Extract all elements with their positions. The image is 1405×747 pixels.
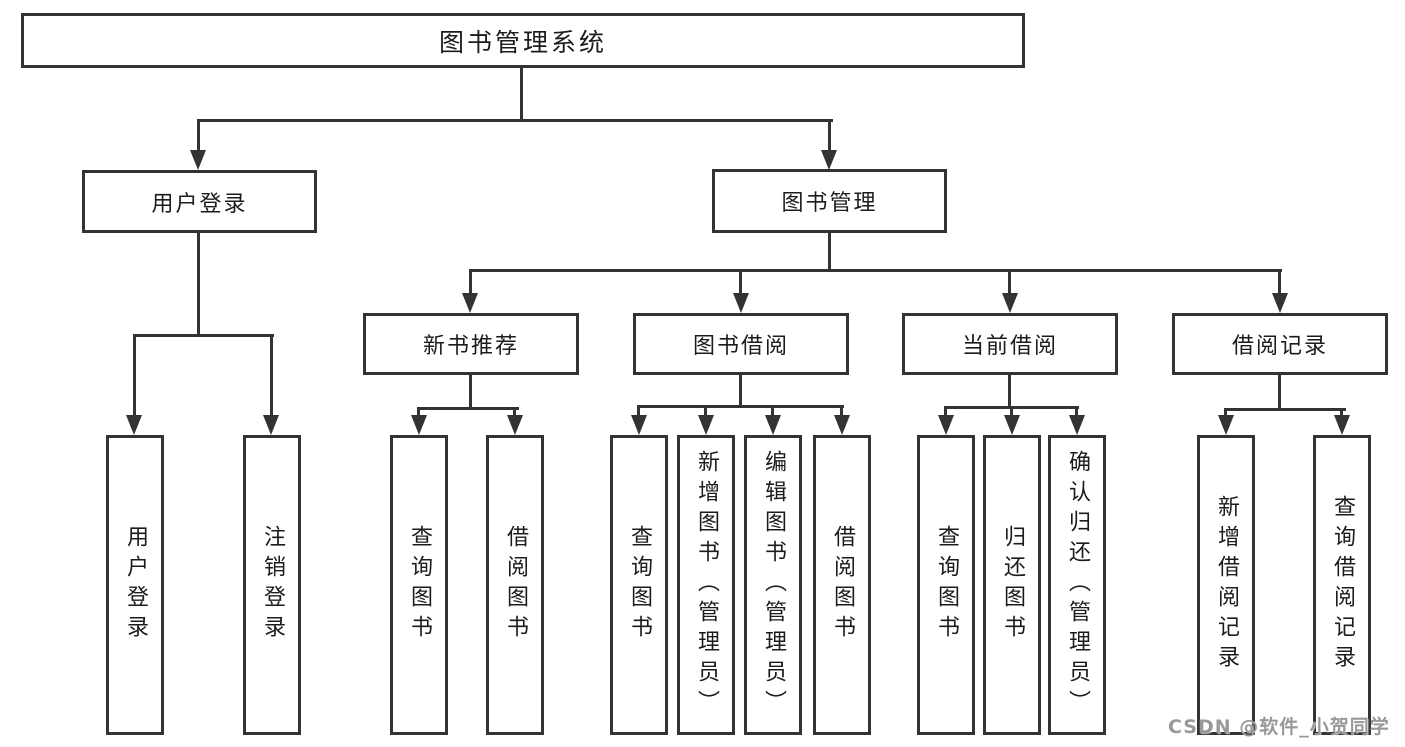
node-borrowing-records-label: 借阅记录 [1231,334,1328,359]
connector-leaf-stub [513,407,516,419]
arrow-down-icon [1334,415,1350,435]
leaf-add-books-admin-label: 新增图书（管理员） [694,450,719,720]
connector-records-horizontal [1224,408,1346,411]
connector-leaf-stub [1278,269,1281,297]
node-book-management: 图书管理 [712,169,947,233]
connector-leaf-stub [270,334,273,417]
leaf-borrow-books-recommend-label: 借阅图书 [503,525,528,645]
arrow-down-icon [263,415,279,435]
node-library-management-system: 图书管理系统 [21,13,1025,68]
arrow-down-icon [765,415,781,435]
connector-leaf-stub [1224,408,1227,419]
connector-book-management-stub [828,119,831,153]
node-borrowing-records: 借阅记录 [1172,313,1388,375]
leaf-return-books-label: 归还图书 [1000,525,1025,645]
node-book-management-label: 图书管理 [781,191,878,216]
leaf-query-borrow-record: 查询借阅记录 [1313,435,1371,735]
arrow-down-icon [834,415,850,435]
leaf-edit-books-admin: 编辑图书（管理员） [744,435,802,735]
node-new-book-recommendation-label: 新书推荐 [422,334,519,359]
connector-leaf-stub [944,406,947,419]
arrow-down-icon [1002,293,1018,313]
leaf-confirm-return-admin: 确认归还（管理员） [1048,435,1106,735]
leaf-logout: 注销登录 [243,435,301,735]
node-current-borrowing: 当前借阅 [902,313,1118,375]
connector-leaf-stub [840,405,843,419]
leaf-add-borrow-record: 新增借阅记录 [1197,435,1255,735]
connector-level2-horizontal [197,119,833,122]
connector-leaf-stub [771,405,774,419]
connector-leaf-stub [1075,406,1078,419]
connector-user-login-down [197,231,200,336]
csdn-watermark: CSDN @软件_小贺同学 [1168,716,1390,738]
arrow-down-icon [462,293,478,313]
node-book-borrowing-label: 图书借阅 [692,334,789,359]
connector-borrowing-horizontal [637,405,844,408]
connector-records-down [1278,375,1281,410]
connector-leaf-stub [1008,269,1011,297]
leaf-borrow-books-recommend: 借阅图书 [486,435,544,735]
leaf-edit-books-admin-label: 编辑图书（管理员） [761,450,786,720]
connector-user-login-stub [197,119,200,153]
leaf-add-books-admin: 新增图书（管理员） [677,435,735,735]
node-new-book-recommendation: 新书推荐 [363,313,579,375]
leaf-query-books-borrow-label: 查询图书 [627,525,652,645]
connector-level3-horizontal [469,269,1282,272]
leaf-borrow-books: 借阅图书 [813,435,871,735]
leaf-user-login: 用户登录 [106,435,164,735]
arrow-down-icon [411,415,427,435]
arrow-down-icon [733,293,749,313]
leaf-query-books-current: 查询图书 [917,435,975,735]
node-book-borrowing: 图书借阅 [633,313,849,375]
arrow-down-icon [507,415,523,435]
connector-leaf-stub [1340,408,1343,419]
arrow-down-icon [1069,415,1085,435]
connector-recommend-down [469,373,472,409]
leaf-borrow-books-label: 借阅图书 [830,525,855,645]
arrow-down-icon [126,415,142,435]
arrow-down-icon [190,150,206,170]
leaf-confirm-return-admin-label: 确认归还（管理员） [1065,450,1090,720]
connector-leaf-stub [133,334,136,417]
arrow-down-icon [631,415,647,435]
connector-book-management-down [828,231,831,272]
arrow-down-icon [938,415,954,435]
connector-recommend-horizontal [417,407,519,410]
node-user-login: 用户登录 [82,170,317,233]
leaf-query-books-borrow: 查询图书 [610,435,668,735]
arrow-down-icon [1218,415,1234,435]
connector-user-login-horizontal [133,334,274,337]
connector-current-down [1008,375,1011,409]
connector-leaf-stub [1010,406,1013,419]
node-user-login-label: 用户登录 [151,191,248,217]
leaf-query-books-recommend: 查询图书 [390,435,448,735]
leaf-query-books-current-label: 查询图书 [934,525,959,645]
connector-leaf-stub [417,407,420,419]
connector-root-down [520,66,523,121]
leaf-user-login-label: 用户登录 [123,525,148,645]
leaf-return-books: 归还图书 [983,435,1041,735]
connector-leaf-stub [704,405,707,419]
arrow-down-icon [1004,415,1020,435]
leaf-add-borrow-record-label: 新增借阅记录 [1214,495,1239,675]
arrow-down-icon [698,415,714,435]
leaf-query-books-recommend-label: 查询图书 [407,525,432,645]
arrow-down-icon [821,150,837,170]
connector-borrowing-down [739,375,742,408]
node-library-management-system-label: 图书管理系统 [438,27,607,57]
node-current-borrowing-label: 当前借阅 [961,334,1058,359]
connector-leaf-stub [469,269,472,297]
arrow-down-icon [1272,293,1288,313]
connector-leaf-stub [739,269,742,297]
leaf-query-borrow-record-label: 查询借阅记录 [1330,495,1355,675]
connector-leaf-stub [637,405,640,419]
leaf-logout-label: 注销登录 [260,525,285,645]
